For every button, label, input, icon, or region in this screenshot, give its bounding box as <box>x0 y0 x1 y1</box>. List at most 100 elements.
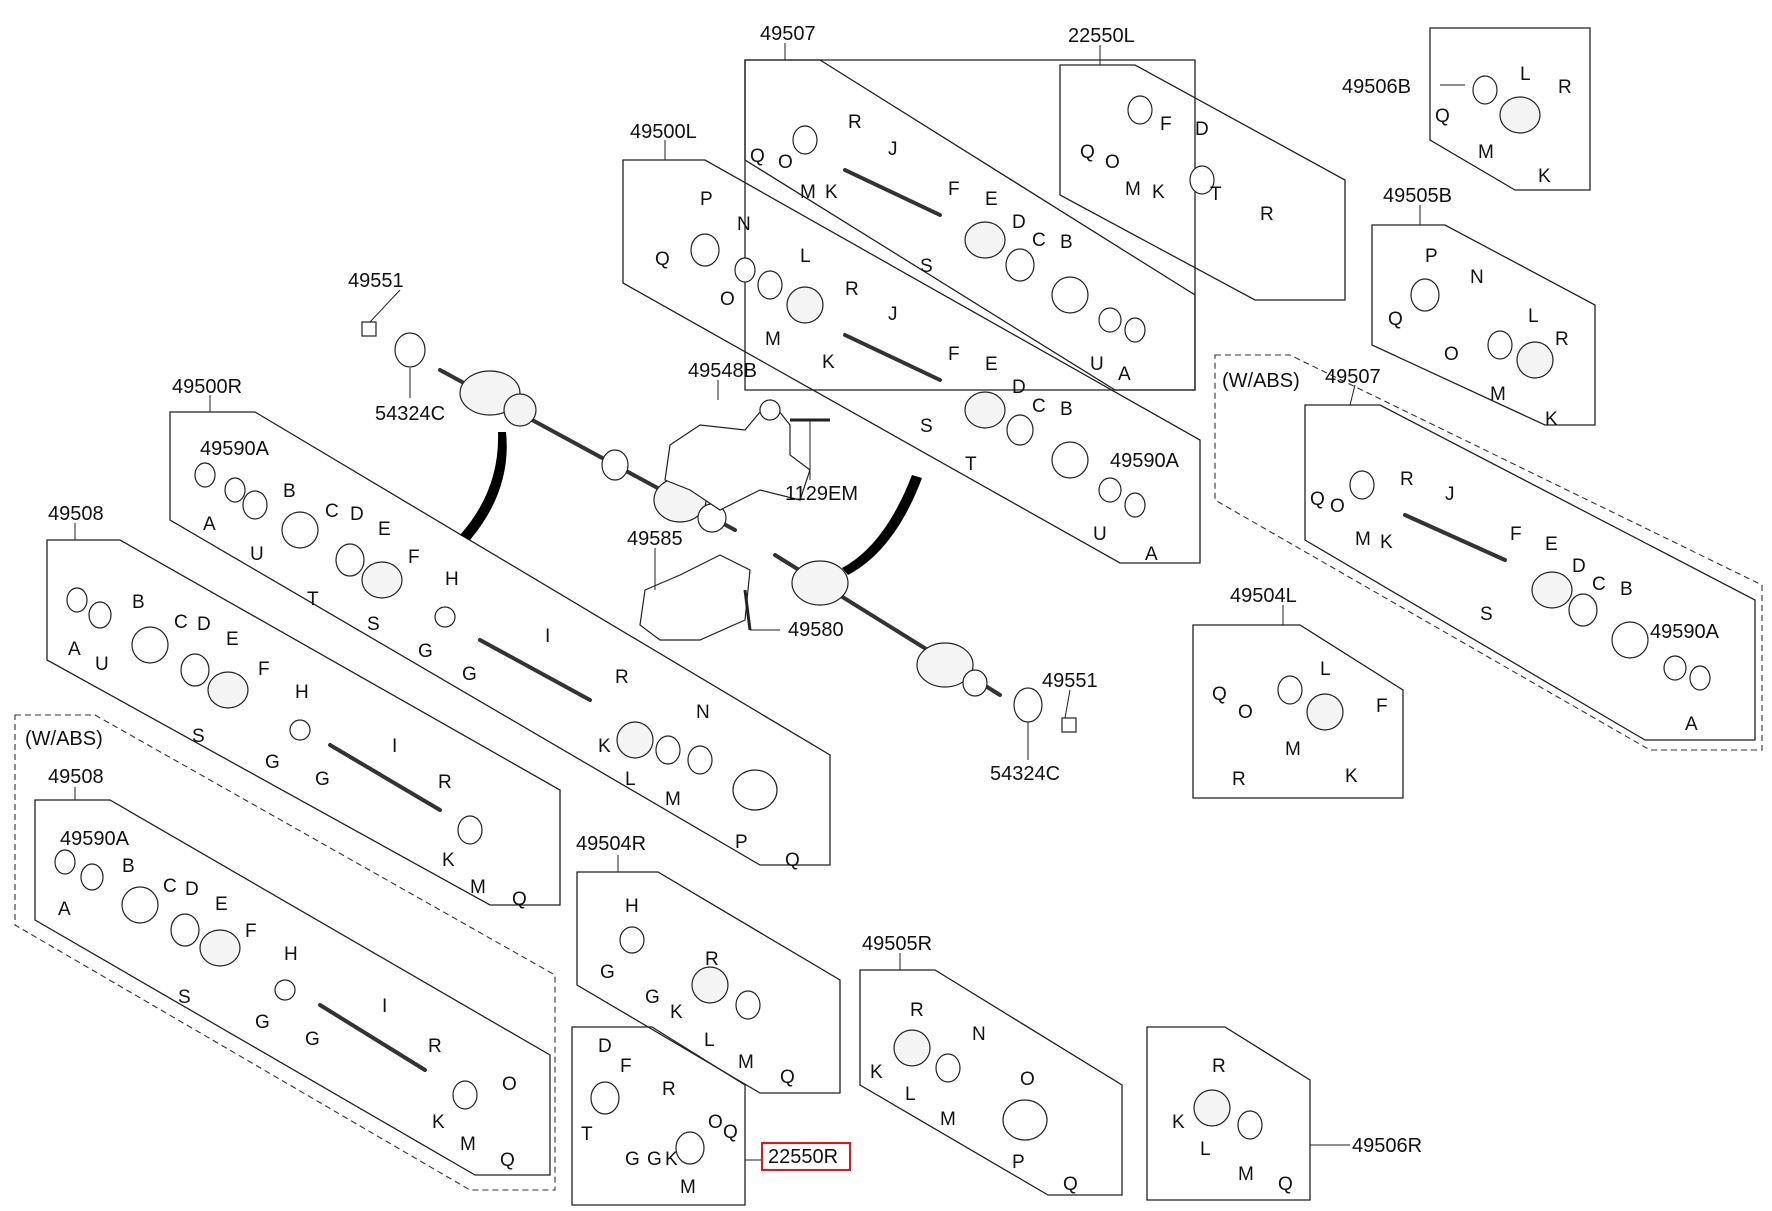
kit-49507-abs-parts <box>1349 470 1711 691</box>
component-letter-k: K <box>1345 766 1358 787</box>
component-letter-g: G <box>645 987 660 1008</box>
component-letter-m: M <box>800 182 816 203</box>
component-letter-k: K <box>1172 1112 1185 1133</box>
component-letter-g: G <box>647 1149 662 1170</box>
component-letter-n: N <box>1470 267 1484 288</box>
component-letter-p: P <box>1425 246 1438 267</box>
component-letter-e: E <box>985 354 998 375</box>
frame-49504L <box>1192 624 1404 799</box>
kit-49507-top-parts <box>792 125 1146 343</box>
part-no-22550L: 22550L <box>1068 25 1135 47</box>
component-letter-r: R <box>845 279 859 300</box>
highlight-box-22550R <box>761 1142 851 1171</box>
component-letter-q: Q <box>785 850 800 871</box>
component-letter-j: J <box>1445 484 1455 505</box>
part-no-49590A-abs-right: 49590A <box>1650 621 1720 643</box>
component-letter-l: L <box>704 1030 715 1051</box>
component-letter-u: U <box>250 544 264 565</box>
part-no-54324C-bottom: 54324C <box>990 763 1060 785</box>
component-letter-e: E <box>985 189 998 210</box>
component-letter-k: K <box>1538 166 1551 187</box>
part-no-49507-abs: 49507 <box>1325 366 1381 388</box>
component-letter-r: R <box>1555 329 1569 350</box>
frame-49507-abs <box>1304 404 1756 741</box>
component-letter-k: K <box>825 182 838 203</box>
component-letter-m: M <box>1125 179 1141 200</box>
bracket-49585 <box>639 554 752 641</box>
component-letter-f: F <box>948 179 960 200</box>
component-letter-c: C <box>1032 396 1046 417</box>
component-letter-u: U <box>1090 354 1104 375</box>
component-letter-m: M <box>940 1109 956 1130</box>
component-letter-a: A <box>1118 364 1131 385</box>
component-letter-r: R <box>1232 769 1246 790</box>
component-letter-f: F <box>258 659 270 680</box>
component-letter-n: N <box>972 1024 986 1045</box>
component-letter-r: R <box>1212 1056 1226 1077</box>
component-letter-o: O <box>1105 152 1120 173</box>
component-letter-p: P <box>1012 1152 1025 1173</box>
frame-49506R <box>1146 1026 1311 1201</box>
main-axle-left <box>438 368 737 533</box>
component-letter-i: I <box>545 626 550 647</box>
component-letter-l: L <box>1320 659 1331 680</box>
component-letter-a: A <box>203 514 216 535</box>
component-letter-g: G <box>265 752 280 773</box>
component-letter-r: R <box>910 1000 924 1021</box>
nut-49551-bottom <box>1061 717 1077 733</box>
component-letter-o: O <box>1238 702 1253 723</box>
component-letter-s: S <box>367 614 380 635</box>
ring-54324C-top <box>394 332 426 368</box>
component-letter-m: M <box>470 877 486 898</box>
component-letter-q: Q <box>1212 684 1227 705</box>
pointer-wedge-right <box>842 475 922 575</box>
component-letter-u: U <box>1093 524 1107 545</box>
frame-49508-abs <box>34 799 551 1176</box>
component-letter-g: G <box>600 962 615 983</box>
component-letter-o: O <box>720 289 735 310</box>
component-letter-g: G <box>305 1029 320 1050</box>
component-letter-k: K <box>1380 532 1393 553</box>
component-letter-q: Q <box>1310 489 1325 510</box>
part-no-49505B: 49505B <box>1383 185 1452 207</box>
component-letter-f: F <box>1376 696 1388 717</box>
component-letter-b: B <box>132 592 145 613</box>
part-no-49585: 49585 <box>627 528 683 550</box>
component-letter-f: F <box>1160 114 1172 135</box>
component-letter-q: Q <box>655 249 670 270</box>
nut-49551-top <box>361 321 377 337</box>
component-letter-c: C <box>1592 574 1606 595</box>
component-letter-o: O <box>778 152 793 173</box>
component-letter-a: A <box>1685 714 1698 735</box>
component-letter-t: T <box>1210 184 1222 205</box>
component-letter-q: Q <box>1080 142 1095 163</box>
frame-49505B <box>1371 224 1596 426</box>
part-no-49506B: 49506B <box>1342 76 1411 98</box>
component-letter-k: K <box>822 352 835 373</box>
component-letter-l: L <box>800 246 811 267</box>
note-w-abs-left: (W/ABS) <box>25 728 103 750</box>
part-no-49500L: 49500L <box>630 121 697 143</box>
part-no-49590A-l: 49590A <box>1110 450 1180 472</box>
component-letter-d: D <box>197 614 211 635</box>
frame-49508 <box>46 539 561 906</box>
component-letter-m: M <box>738 1052 754 1073</box>
component-letter-k: K <box>870 1062 883 1083</box>
component-letter-a: A <box>68 639 81 660</box>
part-no-49590A-abs-left: 49590A <box>60 828 130 850</box>
part-no-22550R[interactable]: 22550R <box>768 1146 838 1168</box>
frame-49504R <box>576 871 841 1094</box>
component-letter-h: H <box>625 896 639 917</box>
component-letter-r: R <box>615 667 629 688</box>
component-letter-b: B <box>283 481 296 502</box>
component-letter-b: B <box>1620 579 1633 600</box>
main-axle-right <box>773 553 1002 697</box>
component-letter-q: Q <box>750 146 765 167</box>
component-letter-c: C <box>174 612 188 633</box>
component-letter-o: O <box>1330 496 1345 517</box>
component-letter-l: L <box>905 1084 916 1105</box>
component-letter-q: Q <box>780 1067 795 1088</box>
component-letter-g: G <box>418 641 433 662</box>
component-letter-k: K <box>665 1149 678 1170</box>
